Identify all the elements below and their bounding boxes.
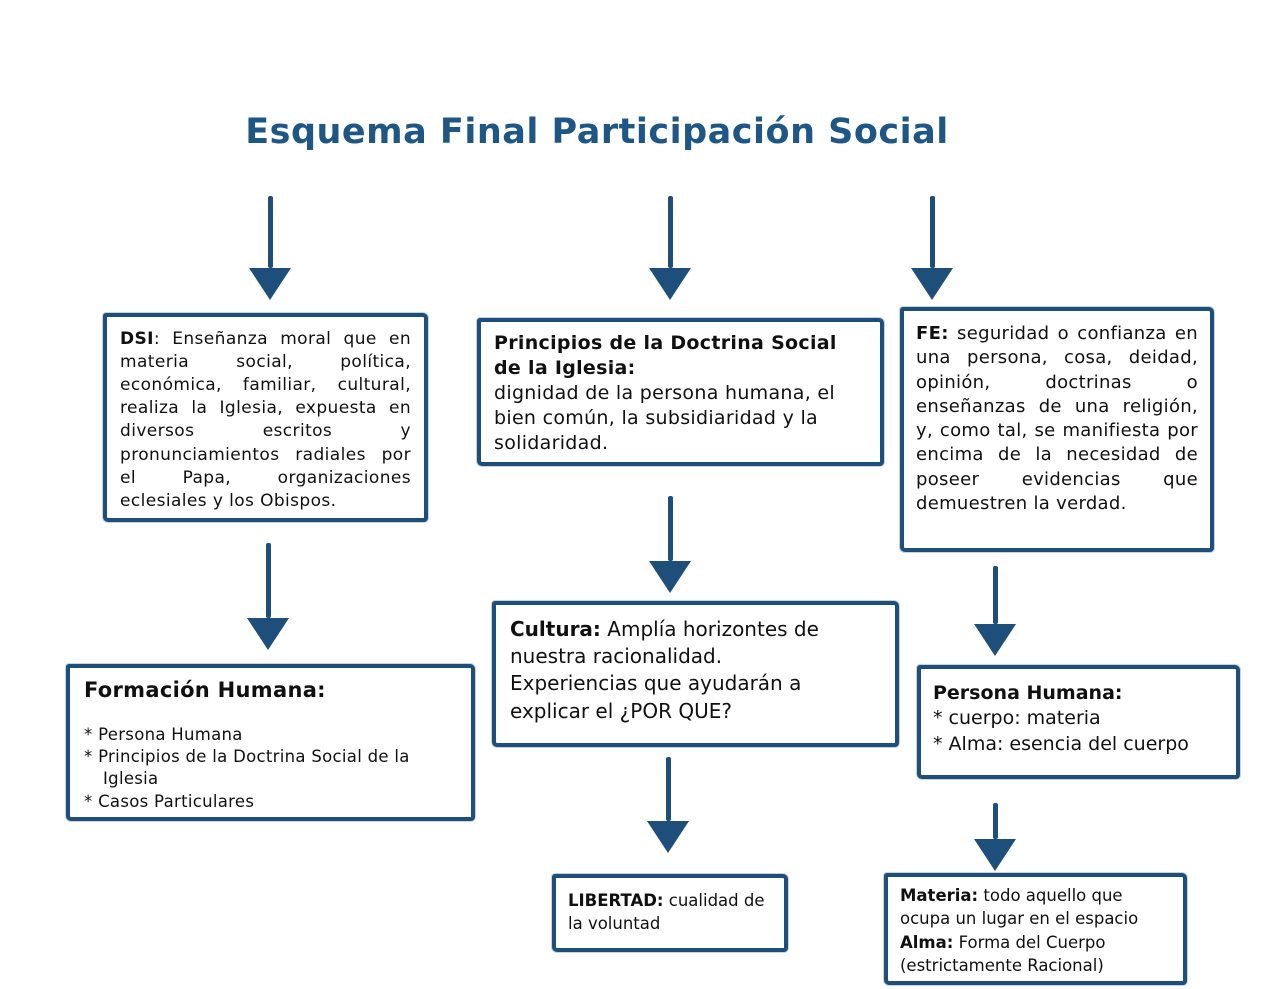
fe-term: FE:: [916, 323, 949, 344]
libertad-paragraph: LIBERTAD: cualidad de la voluntad: [568, 889, 772, 935]
cultura-paragraph: Cultura: Amplía horizontes de nuestra ra…: [510, 616, 881, 670]
connector-arrow-dsi-to-formacion: [247, 543, 289, 650]
alma-line: Alma: Forma del Cuerpo (estrictamente Ra…: [900, 931, 1171, 978]
arrow-line: [665, 757, 671, 821]
formacion-list-item: * Persona Humana: [84, 724, 243, 744]
cultura-box: Cultura: Amplía horizontes de nuestra ra…: [492, 601, 899, 747]
arrow-line: [667, 196, 673, 268]
arrow-line: [267, 196, 273, 268]
arrow-down-icon: [911, 268, 953, 300]
formacion-list-item: * Principios de la Doctrina Social de la…: [84, 746, 410, 789]
arrow-down-icon: [247, 618, 289, 650]
principios-body: dignidad de la persona humana, el bien c…: [494, 382, 835, 455]
persona-humana-box: Persona Humana: * cuerpo: materia * Alma…: [917, 665, 1240, 779]
cultura-line2: Experiencias que ayudarán a explicar el …: [510, 671, 802, 723]
formacion-humana-box: Formación Humana: * Persona Humana * Pri…: [66, 664, 475, 821]
arrow-down-icon: [647, 821, 689, 853]
materia-term: Materia:: [900, 886, 979, 905]
connector-arrow-title-to-fe: [911, 196, 953, 300]
arrow-down-icon: [249, 268, 291, 300]
arrow-line: [992, 566, 998, 624]
arrow-line: [667, 496, 673, 561]
arrow-down-icon: [974, 839, 1016, 871]
dsi-definition: : Enseñanza moral que en materia social,…: [120, 329, 411, 511]
connector-arrow-title-to-dsi: [249, 196, 291, 300]
diagram-title: Esquema Final Participación Social: [245, 112, 949, 152]
arrow-down-icon: [649, 561, 691, 593]
libertad-term: LIBERTAD:: [568, 891, 664, 910]
fe-box: FE: seguridad o confianza en una persona…: [900, 307, 1214, 552]
fe-paragraph: FE: seguridad o confianza en una persona…: [916, 322, 1198, 516]
materia-line: Materia: todo aquello que ocupa un lugar…: [900, 884, 1171, 931]
fe-definition: seguridad o confianza en una persona, co…: [916, 323, 1198, 515]
dsi-paragraph: DSI: Enseñanza moral que en materia soci…: [120, 328, 411, 513]
arrow-line: [265, 543, 271, 618]
materia-text: todo aquello que ocupa un lugar en el es…: [900, 886, 1139, 929]
connector-arrow-fe-to-persona: [974, 566, 1016, 656]
principios-box: Principios de la Doctrina Social de la I…: [477, 318, 884, 466]
connector-arrow-principios-to-cultura: [649, 496, 691, 593]
libertad-box: LIBERTAD: cualidad de la voluntad: [552, 874, 788, 952]
materia-box: Materia: todo aquello que ocupa un lugar…: [884, 873, 1187, 985]
persona-list-item: * cuerpo: materia: [933, 707, 1101, 730]
connector-arrow-persona-to-materia: [974, 803, 1016, 871]
alma-text: Forma del Cuerpo (estrictamente Racional…: [900, 932, 1106, 976]
persona-list-item: * Alma: esencia del cuerpo: [933, 732, 1189, 755]
dsi-term: DSI: [120, 329, 154, 349]
formacion-heading: Formación Humana:: [84, 678, 326, 702]
cultura-term: Cultura:: [510, 617, 601, 641]
arrow-down-icon: [974, 624, 1016, 656]
connector-arrow-title-to-principios: [649, 196, 691, 300]
libertad-definition: cualidad de la voluntad: [568, 891, 765, 934]
connector-arrow-cultura-to-libertad: [647, 757, 689, 853]
formacion-list-item: * Casos Particulares: [84, 791, 255, 811]
arrow-line: [992, 803, 998, 839]
arrow-down-icon: [649, 268, 691, 300]
arrow-line: [929, 196, 935, 268]
dsi-box: DSI: Enseñanza moral que en materia soci…: [103, 313, 428, 522]
cultura-line1: Amplía horizontes de nuestra racionalida…: [510, 617, 819, 669]
alma-term: Alma:: [900, 932, 954, 952]
principios-heading: Principios de la Doctrina Social de la I…: [494, 332, 837, 380]
persona-heading: Persona Humana:: [933, 682, 1123, 704]
